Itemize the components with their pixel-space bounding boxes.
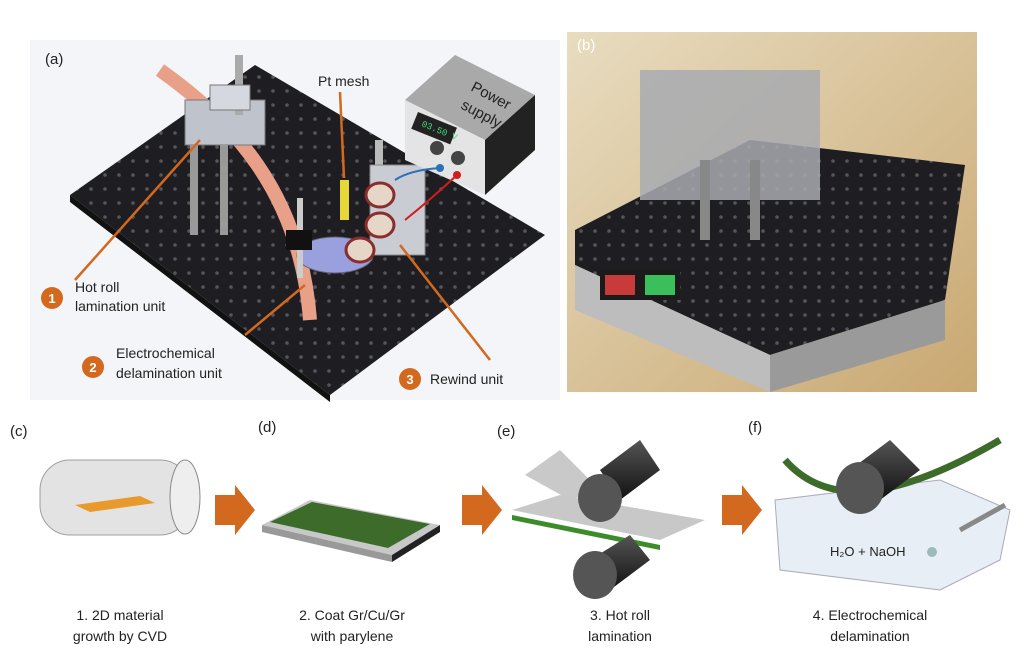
caption-d-line1: 2. Coat Gr/Cu/Gr — [299, 607, 405, 623]
caption-c-line1: 1. 2D material — [76, 607, 163, 623]
arrow-c-to-d — [215, 485, 255, 535]
panel-b-label: (b) — [577, 37, 595, 54]
breadboard-edge — [70, 195, 330, 402]
panel-a: (a) Power supply — [30, 40, 560, 402]
pt-mesh-label: Pt mesh — [318, 73, 369, 89]
caption-e-line2: lamination — [588, 628, 652, 644]
callout-3-arrow — [399, 244, 491, 361]
callout-3-number: 3 — [406, 372, 413, 387]
cvd-tube — [39, 459, 191, 536]
callout-1-arrow — [74, 139, 201, 281]
hot-roll-lamination-unit — [184, 55, 266, 235]
callout-2-arrow — [244, 284, 306, 336]
bottom-roller — [573, 535, 650, 599]
callout-3-line1: Rewind unit — [430, 371, 503, 387]
callout-3: 3 Rewind unit — [399, 368, 503, 390]
panel-d-label: (d) — [258, 419, 276, 436]
caption-e-line1: 3. Hot roll — [590, 607, 650, 623]
panel-d: (d) 2. Coat Gr/Cu/Gr with parylene — [258, 419, 502, 644]
copper-foil — [155, 64, 317, 321]
caption-f-line2: delamination — [830, 628, 909, 644]
panel-e: (e) 3. Hot roll lamination — [497, 423, 762, 644]
callout-2-line1: Electrochemical — [116, 345, 215, 361]
panel-a-label: (a) — [45, 51, 63, 68]
arrow-e-to-f — [722, 485, 762, 535]
solution-label: H₂O + NaOH — [830, 544, 905, 559]
caption-d-line2: with parylene — [310, 628, 394, 644]
callout-2-line2: delamination unit — [116, 365, 222, 381]
callout-2-number: 2 — [89, 360, 96, 375]
panel-c-label: (c) — [10, 423, 28, 440]
panel-c: (c) 1. 2D material growth by CVD — [10, 423, 255, 644]
callout-1-line2: lamination unit — [75, 298, 165, 314]
panel-f-label: (f) — [748, 419, 762, 436]
callout-1: 1 Hot roll lamination unit — [41, 279, 165, 314]
arrow-d-to-e — [462, 485, 502, 535]
electrolyte-bath — [774, 479, 1011, 591]
panel-e-label: (e) — [497, 423, 515, 440]
power-supply: Power supply 03.50 V — [394, 55, 535, 221]
callout-2: 2 Electrochemical delamination unit — [82, 345, 222, 381]
callout-1-number: 1 — [48, 291, 55, 306]
substrate — [75, 496, 155, 512]
roller — [836, 440, 920, 514]
caption-c-line2: growth by CVD — [73, 628, 167, 644]
top-roller — [578, 440, 660, 522]
pt-mesh-arrow — [338, 91, 346, 179]
rewind-unit — [344, 140, 426, 264]
panel-f: (f) H₂O + NaOH 4. Electrochemical delami… — [748, 419, 1011, 644]
pt-mesh — [340, 180, 349, 220]
caption-f-line1: 4. Electrochemical — [813, 607, 927, 623]
panel-b-photo: (b) — [567, 32, 977, 392]
callout-1-line1: Hot roll — [75, 279, 119, 295]
